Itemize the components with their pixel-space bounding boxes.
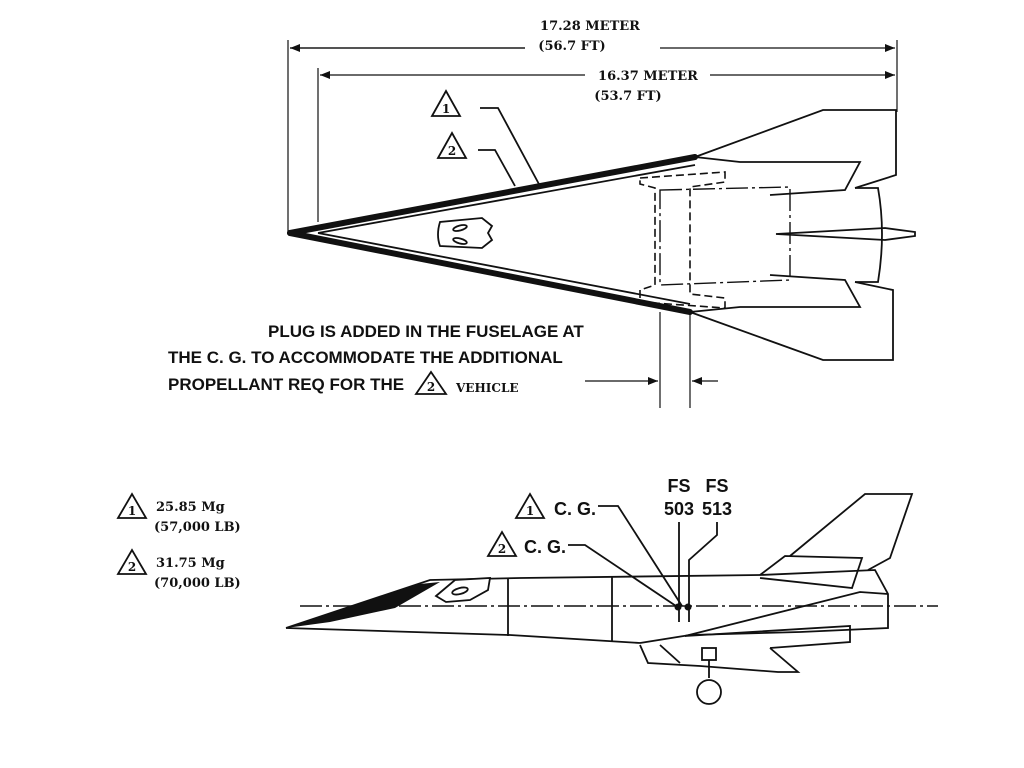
plug-note: PLUG IS ADDED IN THE FUSELAGE AT THE C. … bbox=[168, 322, 584, 395]
svg-text:25.85 Mg: 25.85 Mg bbox=[156, 500, 225, 515]
svg-text:2: 2 bbox=[498, 542, 506, 556]
svg-text:513: 513 bbox=[702, 499, 732, 519]
overall-length-dimension: 17.28 METER (56.7 FT) bbox=[287, 19, 898, 232]
inner-length-metric: 16.37 METER bbox=[598, 69, 698, 84]
svg-text:2: 2 bbox=[427, 380, 435, 394]
fs-station-513: FS 513 bbox=[688, 476, 732, 622]
note-line-1: PLUG IS ADDED IN THE FUSELAGE AT bbox=[268, 322, 584, 341]
weight-legend: 1 25.85 Mg (57,000 LB) 2 31.75 Mg (70,00… bbox=[116, 492, 241, 591]
svg-text:C. G.: C. G. bbox=[554, 499, 596, 519]
inner-length-imperial: (53.7 FT) bbox=[594, 89, 661, 104]
svg-text:FS: FS bbox=[667, 476, 690, 496]
inner-length-dimension: 16.37 METER (53.7 FT) bbox=[317, 68, 895, 222]
overall-length-metric: 17.28 METER bbox=[540, 19, 640, 34]
svg-text:2: 2 bbox=[448, 144, 456, 158]
svg-text:1: 1 bbox=[526, 504, 534, 518]
cg-callout-2: 2 C. G. bbox=[486, 530, 677, 607]
svg-text:1: 1 bbox=[442, 102, 450, 116]
note-suffix: VEHICLE bbox=[455, 381, 519, 395]
side-view: 1 C. G. 2 C. G. FS 503 FS 513 bbox=[285, 476, 938, 705]
svg-text:1: 1 bbox=[128, 504, 136, 518]
aft-fuselage-plan bbox=[585, 109, 916, 408]
plan-callout-2: 2 bbox=[436, 131, 516, 187]
svg-text:(57,000 LB): (57,000 LB) bbox=[154, 520, 241, 535]
cg-callout-1: 1 C. G. bbox=[514, 492, 683, 607]
note-callout-icon bbox=[414, 370, 448, 395]
cg-point-1 bbox=[674, 603, 682, 611]
note-line-2: THE C. G. TO ACCOMMODATE THE ADDITIONAL bbox=[168, 348, 563, 367]
svg-text:FS: FS bbox=[705, 476, 728, 496]
legend-item-1: 1 25.85 Mg (57,000 LB) bbox=[116, 492, 241, 535]
legend-item-2: 2 31.75 Mg (70,000 LB) bbox=[116, 548, 241, 591]
svg-text:C. G.: C. G. bbox=[524, 537, 566, 557]
plan-callout-1: 1 bbox=[430, 89, 541, 187]
landing-gear-wheel bbox=[696, 679, 722, 705]
svg-text:503: 503 bbox=[664, 499, 694, 519]
note-line-3: PROPELLANT REQ FOR THE bbox=[168, 375, 404, 394]
overall-length-imperial: (56.7 FT) bbox=[538, 39, 605, 54]
plan-view: 17.28 METER (56.7 FT) 16.37 METER (53.7 … bbox=[168, 19, 916, 408]
delta-wing bbox=[287, 154, 698, 315]
svg-text:31.75 Mg: 31.75 Mg bbox=[156, 556, 225, 571]
svg-text:(70,000 LB): (70,000 LB) bbox=[154, 576, 241, 591]
cg-point-2 bbox=[684, 603, 692, 611]
svg-text:2: 2 bbox=[128, 560, 136, 574]
